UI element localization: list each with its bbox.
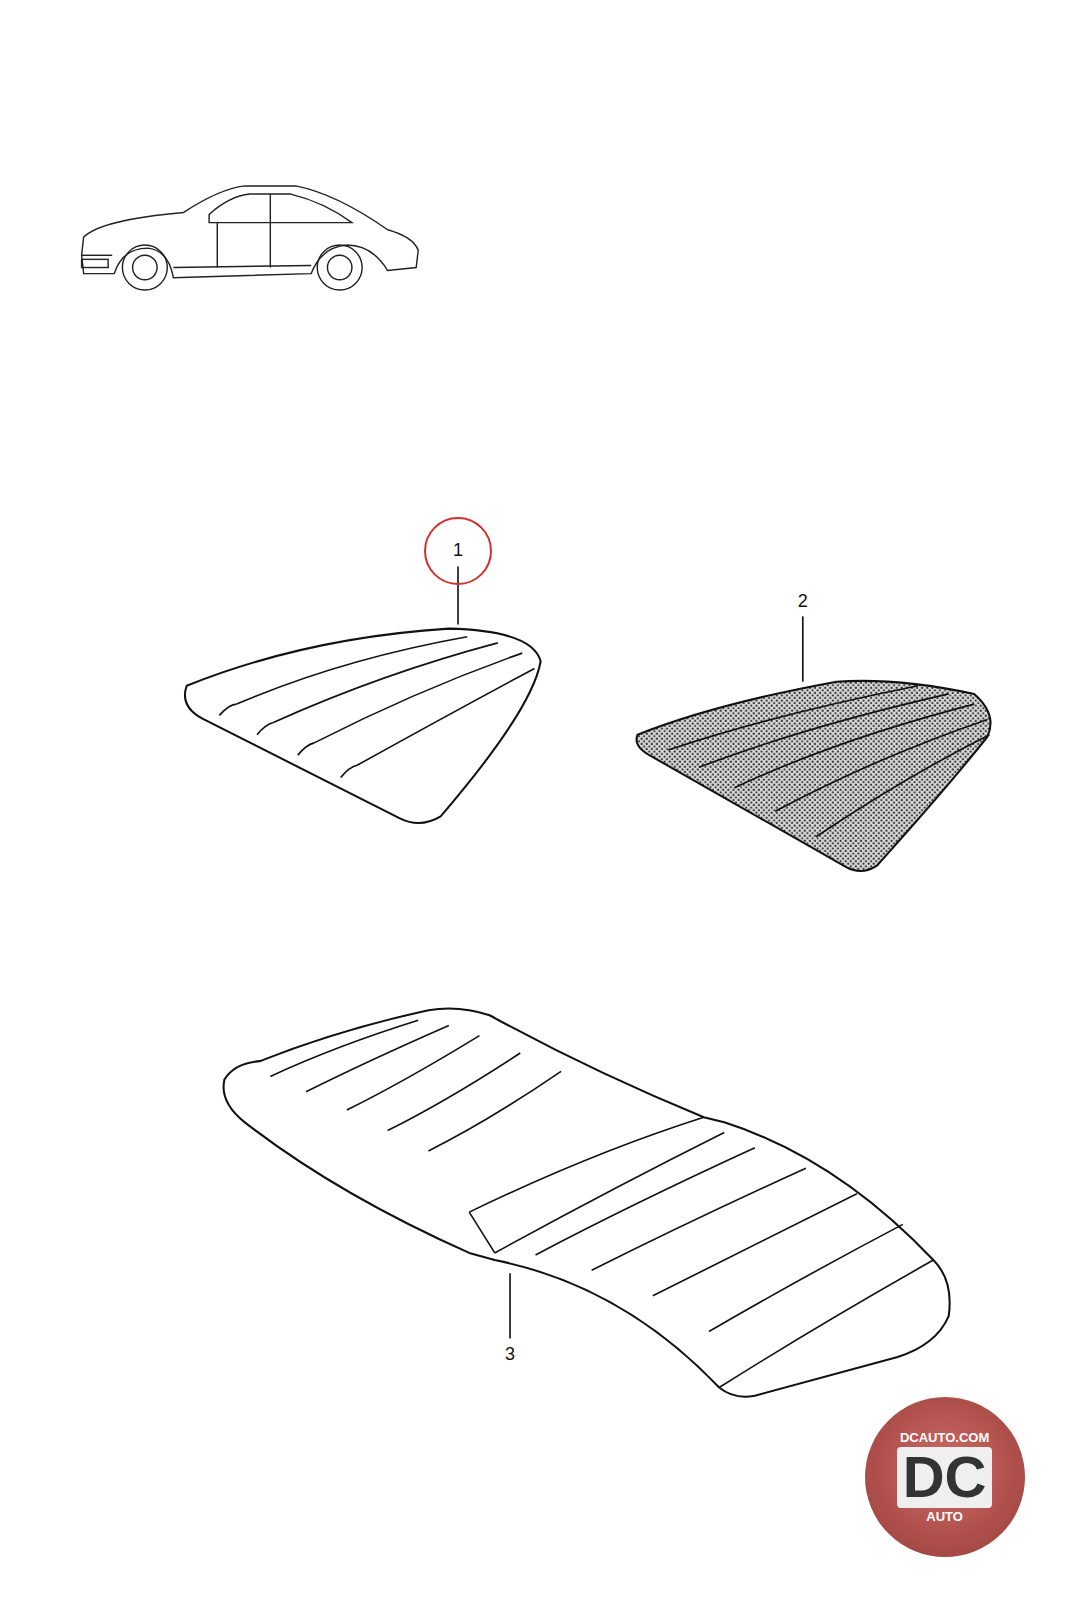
watermark-text: DC bbox=[897, 1447, 993, 1508]
rear-seat-cushion-left bbox=[185, 629, 541, 823]
callout-number: 1 bbox=[453, 540, 463, 561]
watermark-logo: DCAUTO.COM DC AUTO bbox=[865, 1397, 1025, 1557]
callout-number: 3 bbox=[505, 1344, 515, 1365]
leader-line bbox=[457, 566, 459, 624]
leader-line bbox=[802, 616, 804, 681]
car-outline bbox=[82, 186, 419, 290]
leader-line bbox=[509, 1273, 511, 1338]
rear-seat-cushion-right bbox=[637, 681, 991, 871]
rear-backrest-cushion bbox=[224, 1008, 950, 1396]
callout-number: 2 bbox=[798, 591, 808, 612]
callout-circle: 1 bbox=[424, 517, 492, 585]
watermark-text: DCAUTO.COM bbox=[900, 1431, 989, 1445]
watermark-text: AUTO bbox=[926, 1510, 963, 1524]
